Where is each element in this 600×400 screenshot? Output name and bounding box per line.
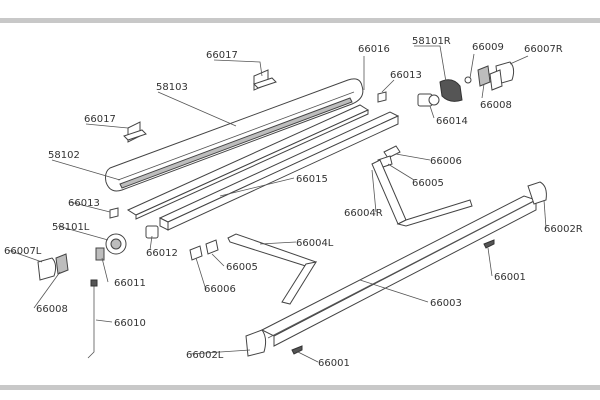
part-wall-bracket-right <box>489 61 515 91</box>
part-clip-right <box>477 65 491 87</box>
part-ring <box>464 76 472 84</box>
part-front-cover-tube <box>105 78 364 192</box>
label-66008-right: 66008 <box>480 100 512 111</box>
part-top-profile <box>126 104 370 220</box>
label-66004l: 66004L <box>296 238 334 249</box>
label-66002r: 66002R <box>544 224 583 235</box>
part-end-cap-right <box>439 79 463 102</box>
label-66007r: 66007R <box>524 44 563 55</box>
label-66005-top: 66005 <box>412 178 444 189</box>
part-gear <box>95 247 105 261</box>
part-screw-right <box>483 239 495 249</box>
label-66010: 66010 <box>114 318 146 329</box>
label-66005-lower: 66005 <box>226 262 258 273</box>
part-bar-cap-left <box>245 329 267 357</box>
label-66013-left: 66013 <box>68 198 100 209</box>
label-66008-left: 66008 <box>36 304 68 315</box>
label-66006-top: 66006 <box>430 156 462 167</box>
label-66003: 66003 <box>430 298 462 309</box>
label-66013-top: 66013 <box>390 70 422 81</box>
label-58102: 58102 <box>48 150 80 161</box>
part-bar-cap-right <box>527 181 547 205</box>
bottom-border-bar <box>0 385 600 390</box>
part-end-block-right <box>377 91 387 103</box>
part-end-block-left <box>109 207 119 219</box>
part-screw-bottom <box>291 345 303 355</box>
label-66016: 66016 <box>358 44 390 55</box>
part-bracket-left <box>123 121 147 143</box>
label-66009: 66009 <box>472 42 504 53</box>
part-bracket-top <box>253 69 277 91</box>
label-66006-lower: 66006 <box>204 284 236 295</box>
part-crank-rod <box>87 279 98 359</box>
part-wall-bracket-left <box>37 257 57 281</box>
part-end-cap-left <box>105 233 127 255</box>
part-front-bar <box>260 195 538 347</box>
label-66014: 66014 <box>436 116 468 127</box>
part-roller-plug <box>417 93 440 107</box>
label-66001-bottom: 66001 <box>318 358 350 369</box>
leader-lines <box>7 45 547 363</box>
label-66017-left: 66017 <box>84 114 116 125</box>
label-66007l: 66007L <box>4 246 42 257</box>
top-border-bar <box>0 18 600 23</box>
label-58103: 58103 <box>156 82 188 93</box>
part-arm-left <box>227 233 318 305</box>
label-66004r: 66004R <box>344 208 383 219</box>
label-66015: 66015 <box>296 174 328 185</box>
label-58101l: 58101L <box>52 222 90 233</box>
label-66017-top: 66017 <box>206 50 238 61</box>
label-58101r: 58101R <box>412 36 451 47</box>
part-clip-left <box>55 253 69 275</box>
part-arm-right <box>371 159 473 227</box>
part-lower-profile <box>158 111 400 231</box>
label-66012: 66012 <box>146 248 178 259</box>
part-joint-lower <box>189 239 219 261</box>
label-66002l: 66002L <box>186 350 224 361</box>
label-66011: 66011 <box>114 278 146 289</box>
label-66001-right: 66001 <box>494 272 526 283</box>
